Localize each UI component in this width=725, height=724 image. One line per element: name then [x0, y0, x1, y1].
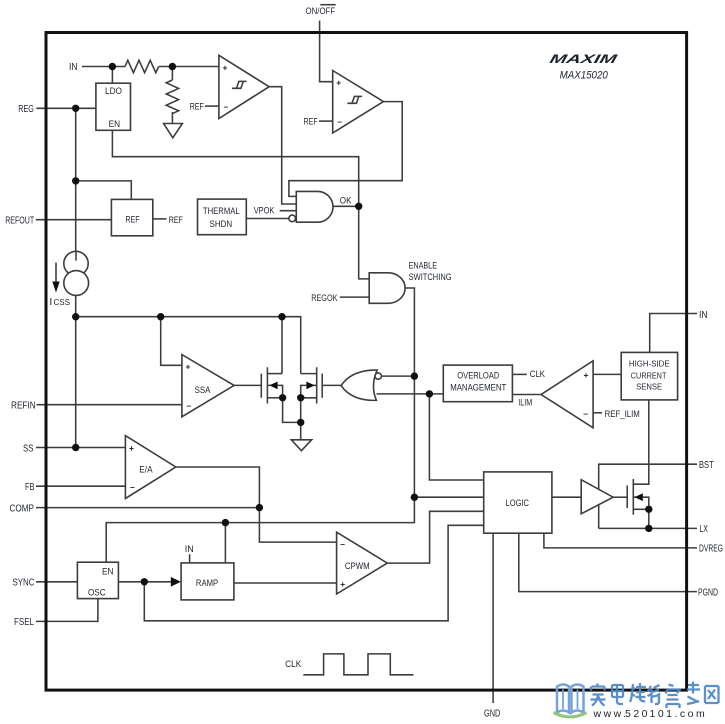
svg-text:REF: REF [125, 215, 139, 226]
svg-text:–: – [130, 482, 135, 492]
svg-text:EN: EN [109, 119, 121, 130]
svg-text:SHDN: SHDN [210, 219, 233, 230]
svg-text:520: 520 [625, 708, 650, 720]
svg-text:PGND: PGND [698, 587, 718, 598]
svg-text:COMP: COMP [10, 503, 35, 514]
svg-text:GND: GND [484, 709, 500, 720]
svg-text:–: – [337, 117, 342, 127]
svg-text:ILIM: ILIM [518, 397, 532, 408]
svg-text:FB: FB [25, 482, 35, 493]
svg-text:MAX15020: MAX15020 [560, 70, 609, 82]
svg-text:REF: REF [190, 102, 204, 113]
svg-text:REFOUT: REFOUT [5, 215, 34, 226]
svg-text:REG: REG [18, 104, 34, 115]
svg-text:OSC: OSC [88, 588, 106, 599]
svg-text:+: + [340, 579, 345, 589]
svg-text:BST: BST [699, 460, 714, 471]
svg-text:CURRENT: CURRENT [631, 370, 667, 380]
svg-text:FSEL: FSEL [14, 617, 34, 628]
svg-text:–: – [187, 400, 192, 410]
svg-text:www.: www. [593, 708, 629, 720]
svg-text:ENABLE: ENABLE [409, 260, 437, 271]
svg-text:RAMP: RAMP [196, 578, 218, 589]
svg-text:SYNC: SYNC [13, 578, 35, 589]
svg-text:REFIN: REFIN [11, 401, 36, 412]
svg-text:LOGIC: LOGIC [506, 498, 530, 509]
svg-text:CSS: CSS [54, 298, 70, 307]
svg-text:I: I [49, 296, 52, 308]
svg-text:MANAGEMENT: MANAGEMENT [450, 382, 506, 393]
svg-text:IN: IN [699, 310, 708, 321]
svg-text:LX: LX [699, 524, 708, 535]
svg-text:OK: OK [340, 195, 352, 206]
svg-text:+: + [129, 443, 134, 453]
svg-text:VPOK: VPOK [254, 206, 275, 217]
svg-text:SWITCHING: SWITCHING [409, 272, 452, 283]
svg-text:SS: SS [23, 443, 34, 454]
svg-text:CLK: CLK [530, 369, 546, 380]
svg-text:ON/OFF: ON/OFF [306, 6, 336, 16]
svg-text:REF: REF [169, 215, 183, 226]
svg-text:MAXIM: MAXIM [548, 52, 619, 66]
svg-text:101.com: 101.com [650, 708, 708, 720]
svg-text:+: + [186, 361, 191, 371]
svg-text:CPWM: CPWM [345, 561, 370, 572]
svg-text:+: + [336, 77, 341, 87]
svg-text:–: – [224, 102, 229, 112]
svg-text:REF: REF [304, 117, 318, 128]
svg-text:HIGH-SIDE: HIGH-SIDE [629, 359, 670, 369]
svg-text:REF_ILIM: REF_ILIM [605, 409, 640, 420]
svg-text:–: – [340, 539, 345, 549]
svg-text:OVERLOAD: OVERLOAD [457, 370, 499, 381]
svg-text:E/A: E/A [139, 465, 153, 476]
svg-text:REGOK: REGOK [311, 293, 338, 304]
svg-text:THERMAL: THERMAL [203, 206, 240, 217]
svg-text:IN: IN [185, 544, 194, 555]
svg-text:–: – [583, 408, 588, 418]
svg-text:DVREG: DVREG [699, 544, 723, 555]
svg-text:+: + [223, 63, 228, 73]
svg-text:SENSE: SENSE [636, 382, 662, 392]
svg-text:EN: EN [102, 567, 114, 578]
svg-text:LDO: LDO [105, 86, 122, 97]
svg-text:SSA: SSA [195, 385, 211, 396]
svg-text:IN: IN [69, 62, 78, 73]
svg-text:CLK: CLK [285, 659, 302, 670]
svg-text:+: + [584, 370, 589, 380]
